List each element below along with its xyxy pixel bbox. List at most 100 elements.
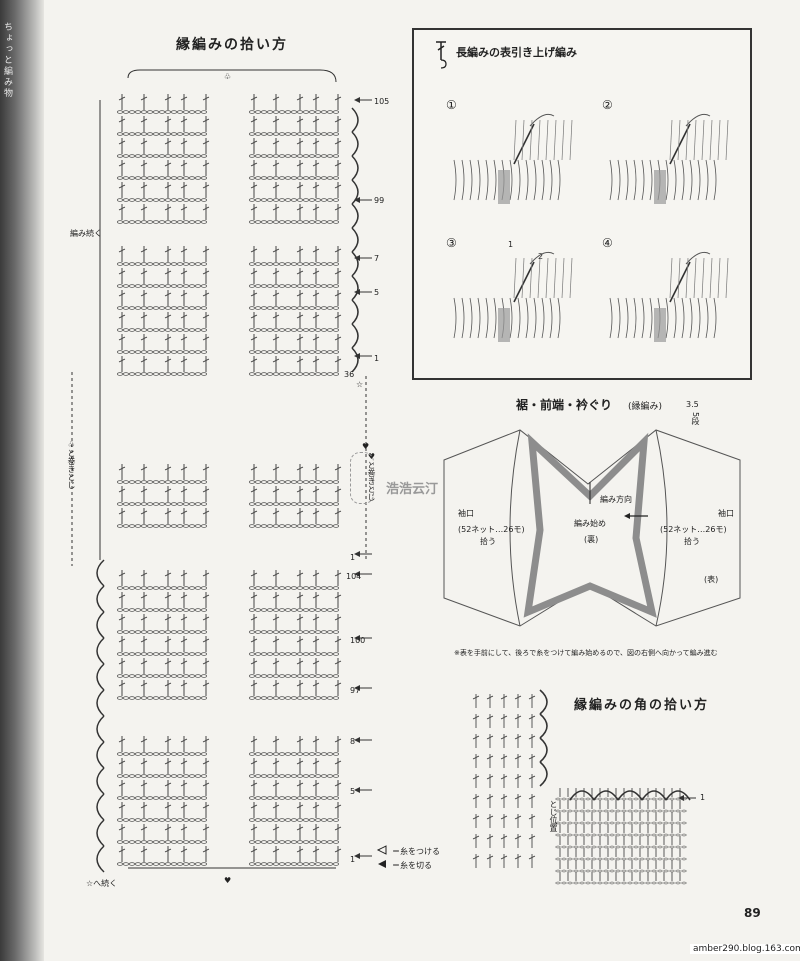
chain-stitch (267, 132, 273, 136)
treble-stitch (514, 714, 522, 728)
treble-stitch (118, 846, 126, 862)
treble-stitch (312, 614, 320, 630)
chain-stitch (249, 818, 255, 822)
scallop-stitch (96, 663, 105, 691)
chain-stitch (567, 845, 573, 849)
chain-stitch (117, 862, 123, 866)
chain-stitch (291, 154, 297, 158)
chain-stitch (657, 797, 663, 801)
chain-stitch (177, 284, 183, 288)
chain-stitch (117, 306, 123, 310)
treble-stitch (164, 312, 172, 328)
chain-stitch (645, 869, 651, 873)
treble-stitch (472, 814, 480, 828)
chain-stitch (261, 796, 267, 800)
chain-stitch (201, 818, 207, 822)
chain-stitch (165, 284, 171, 288)
chain-stitch (183, 608, 189, 612)
treble-stitch (334, 138, 342, 154)
treble-stitch (312, 508, 320, 524)
treble-stitch (312, 736, 320, 752)
chain-stitch (561, 869, 567, 873)
treble-stitch (118, 290, 126, 306)
sleeve-left: 袖口 (458, 509, 474, 518)
treble-stitch (296, 268, 304, 284)
chain-stitch (255, 752, 261, 756)
treble-stitch (296, 570, 304, 586)
chain-stitch (201, 110, 207, 114)
fabric-strand (673, 159, 677, 201)
chain-stitch (597, 833, 603, 837)
chain-stitch (201, 480, 207, 484)
treble-stitch (528, 694, 536, 708)
chain-stitch (141, 586, 147, 590)
arrow-label-1: 1 (508, 240, 514, 249)
chain-stitch (135, 306, 141, 310)
scallop-stitch (539, 689, 548, 715)
treble-stitch (250, 592, 258, 608)
chain-stitch (303, 630, 309, 634)
treble-stitch (272, 780, 280, 796)
treble-stitch (296, 182, 304, 198)
chain-stitch (321, 630, 327, 634)
treble-stitch (486, 854, 494, 868)
chain-stitch (321, 774, 327, 778)
chain-stitch (147, 350, 153, 354)
chain-stitch (147, 328, 153, 332)
chain-stitch (279, 674, 285, 678)
step-4: ④ (602, 236, 613, 250)
chain-stitch (177, 132, 183, 136)
treble-stitch (486, 734, 494, 748)
chain-stitch (171, 176, 177, 180)
chain-stitch (141, 674, 147, 678)
chain-stitch (171, 480, 177, 484)
stitch-column (545, 119, 549, 161)
treble-stitch (180, 356, 188, 372)
chain-stitch (279, 198, 285, 202)
chain-stitch (201, 696, 207, 700)
chain-stitch (183, 502, 189, 506)
chain-stitch (129, 350, 135, 354)
chain-stitch (309, 132, 315, 136)
chain-stitch (177, 840, 183, 844)
chain-stitch (327, 502, 333, 506)
chain-stitch (297, 110, 303, 114)
treble-stitch (118, 570, 126, 586)
chain-stitch (681, 809, 687, 813)
chain-stitch (303, 502, 309, 506)
chain-stitch (165, 372, 171, 376)
chain-stitch (321, 372, 327, 376)
treble-stitch (312, 334, 320, 350)
row-arrowhead (354, 685, 360, 691)
chain-stitch (633, 881, 639, 885)
chain-stitch (261, 110, 267, 114)
chain-stitch (201, 328, 207, 332)
chain-stitch (177, 862, 183, 866)
chain-stitch (135, 752, 141, 756)
chain-stitch (255, 862, 261, 866)
stitch-column (709, 119, 713, 161)
chain-stitch (267, 306, 273, 310)
fabric-strand (477, 297, 481, 339)
treble-stitch (334, 116, 342, 132)
chain-stitch (177, 306, 183, 310)
chain-stitch (159, 198, 165, 202)
chain-stitch (135, 328, 141, 332)
chain-stitch (321, 862, 327, 866)
chain-stitch (261, 262, 267, 266)
chain-stitch (159, 796, 165, 800)
chain-stitch (159, 524, 165, 528)
chain-stitch (273, 372, 279, 376)
chain-stitch (153, 132, 159, 136)
treble-stitch (180, 824, 188, 840)
chain-stitch (273, 350, 279, 354)
chain-stitch (639, 821, 645, 825)
chain-stitch (273, 818, 279, 822)
fabric-strand (453, 159, 457, 201)
chain-stitch (177, 262, 183, 266)
chain-stitch (261, 220, 267, 224)
fabric-strand (681, 159, 685, 201)
chain-stitch (201, 176, 207, 180)
treble-stitch (140, 204, 148, 220)
chain-stitch (291, 630, 297, 634)
